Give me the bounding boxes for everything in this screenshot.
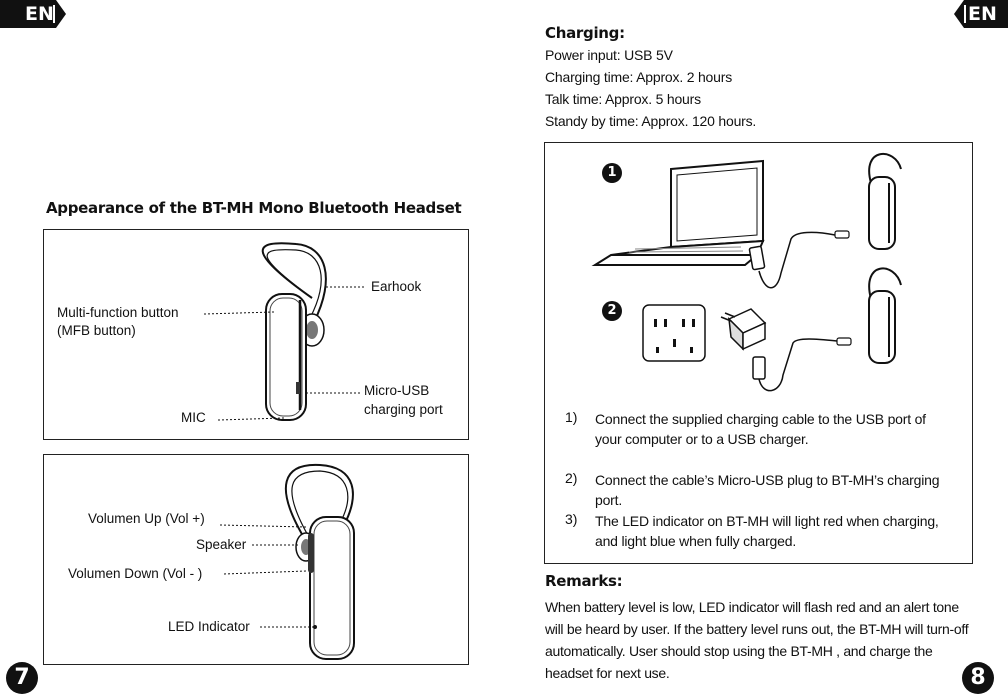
page-number-right: 8 bbox=[962, 662, 994, 694]
page-number-left: 7 bbox=[6, 662, 38, 694]
spec-charging-time: Charging time: Approx. 2 hours bbox=[545, 69, 732, 85]
tab-divider bbox=[53, 5, 55, 23]
callout-mfb-line2: (MFB button) bbox=[57, 323, 136, 338]
tab-divider bbox=[964, 5, 966, 23]
figure-marker-2: 2 bbox=[602, 301, 622, 321]
language-tab-label: EN bbox=[968, 3, 997, 25]
callout-micro-usb-line2: charging port bbox=[364, 402, 443, 417]
step-1-text: Connect the supplied charging cable to t… bbox=[595, 411, 926, 447]
headset-side-illustration bbox=[203, 242, 366, 421]
step-2-text: Connect the cable’s Micro-USB plug to BT… bbox=[595, 472, 940, 508]
spec-standby-time: Standy by time: Approx. 120 hours. bbox=[545, 113, 757, 129]
callout-vol-up: Volumen Up (Vol +) bbox=[88, 511, 205, 526]
spec-talk-time: Talk time: Approx. 5 hours bbox=[545, 91, 701, 107]
language-tab-right: EN bbox=[954, 0, 1008, 28]
remarks-title: Remarks: bbox=[545, 572, 623, 590]
step-2-number: 2) bbox=[565, 470, 578, 486]
callout-earhook: Earhook bbox=[371, 279, 422, 294]
callout-mfb-line1: Multi-function button bbox=[57, 305, 179, 320]
callout-speaker: Speaker bbox=[196, 537, 247, 552]
spec-power-input: Power input: USB 5V bbox=[545, 47, 673, 63]
step-3-text: The LED indicator on BT-MH will light re… bbox=[595, 513, 939, 549]
appearance-figure-2: Volumen Up (Vol +) Speaker Volumen Down … bbox=[43, 454, 469, 665]
charging-title: Charging: bbox=[545, 24, 625, 42]
headset-front-illustration bbox=[219, 463, 355, 660]
usb-charger-icon bbox=[720, 308, 767, 351]
figure-marker-1: 1 bbox=[602, 163, 622, 183]
appearance-title: Appearance of the BT-MH Mono Bluetooth H… bbox=[46, 199, 462, 217]
laptop-icon bbox=[591, 159, 765, 266]
language-tab-label: EN bbox=[25, 3, 54, 25]
language-tab-left: EN bbox=[0, 0, 66, 28]
remarks-text: When battery level is low, LED indicator… bbox=[545, 599, 969, 681]
callout-vol-down: Volumen Down (Vol - ) bbox=[68, 566, 203, 581]
callout-mic: MIC bbox=[181, 410, 206, 425]
step-3-number: 3) bbox=[565, 511, 578, 527]
charging-illustration bbox=[591, 153, 902, 392]
appearance-figure-1: Earhook Multi-function button (MFB butto… bbox=[43, 229, 469, 440]
callout-micro-usb-line1: Micro-USB bbox=[364, 383, 430, 398]
step-1-number: 1) bbox=[565, 409, 578, 425]
callout-led: LED Indicator bbox=[168, 619, 250, 634]
charging-figure: 1 2 bbox=[544, 142, 973, 564]
